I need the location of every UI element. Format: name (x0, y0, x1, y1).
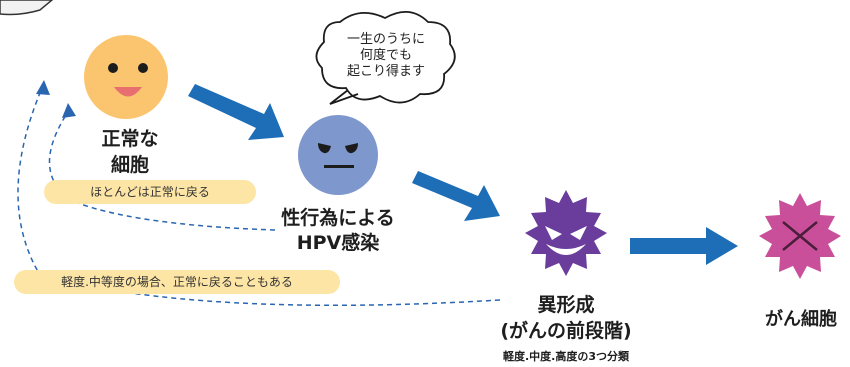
arrow-dysplasia-to-cancer (630, 227, 738, 265)
cancer-label: がん細胞 (765, 309, 837, 330)
speech-bubble-line: 起こり得ます (346, 64, 425, 79)
arrow-normal-to-hpv (188, 84, 284, 140)
speech-bubble (315, 11, 456, 105)
note-mostly-return: ほとんどは正常に戻る (44, 180, 256, 204)
hpv-cell-face (298, 115, 378, 195)
dysplasia-cell-face (525, 190, 607, 276)
normal-cell-label-line: 正常な (101, 128, 159, 150)
note-mild-return: 軽度.中等度の場合、正常に戻ることもある (14, 270, 340, 294)
speech-bubble-line: 一生のうちに (346, 32, 425, 47)
hpv-label: 性行為による HPV感染 (268, 206, 408, 256)
cancer-cell-face (759, 193, 841, 279)
speech-bubble-text: 一生のうちに 何度でも 起こり得ます (330, 32, 442, 80)
dysplasia-label: 異形成 (がんの前段階) (488, 292, 644, 344)
corner-decoration (0, 0, 54, 16)
normal-cell-face (84, 35, 168, 119)
dysplasia-label-line: 異形成 (537, 294, 595, 316)
normal-cell-label-line: 細胞 (110, 154, 149, 176)
return-arrowhead-mild (36, 80, 50, 95)
hpv-label-line: 性行為による (281, 207, 395, 229)
hpv-label-line: HPV感染 (296, 232, 380, 254)
dysplasia-grades: 軽度.中度.高度の3つ分類 (502, 350, 629, 363)
speech-bubble-line: 何度でも (359, 48, 412, 63)
arrow-hpv-to-dysplasia (412, 171, 500, 221)
return-arrowhead-mostly (62, 103, 76, 118)
normal-cell-label: 正常な 細胞 (90, 126, 170, 178)
dysplasia-label-line: (がんの前段階) (500, 320, 632, 342)
